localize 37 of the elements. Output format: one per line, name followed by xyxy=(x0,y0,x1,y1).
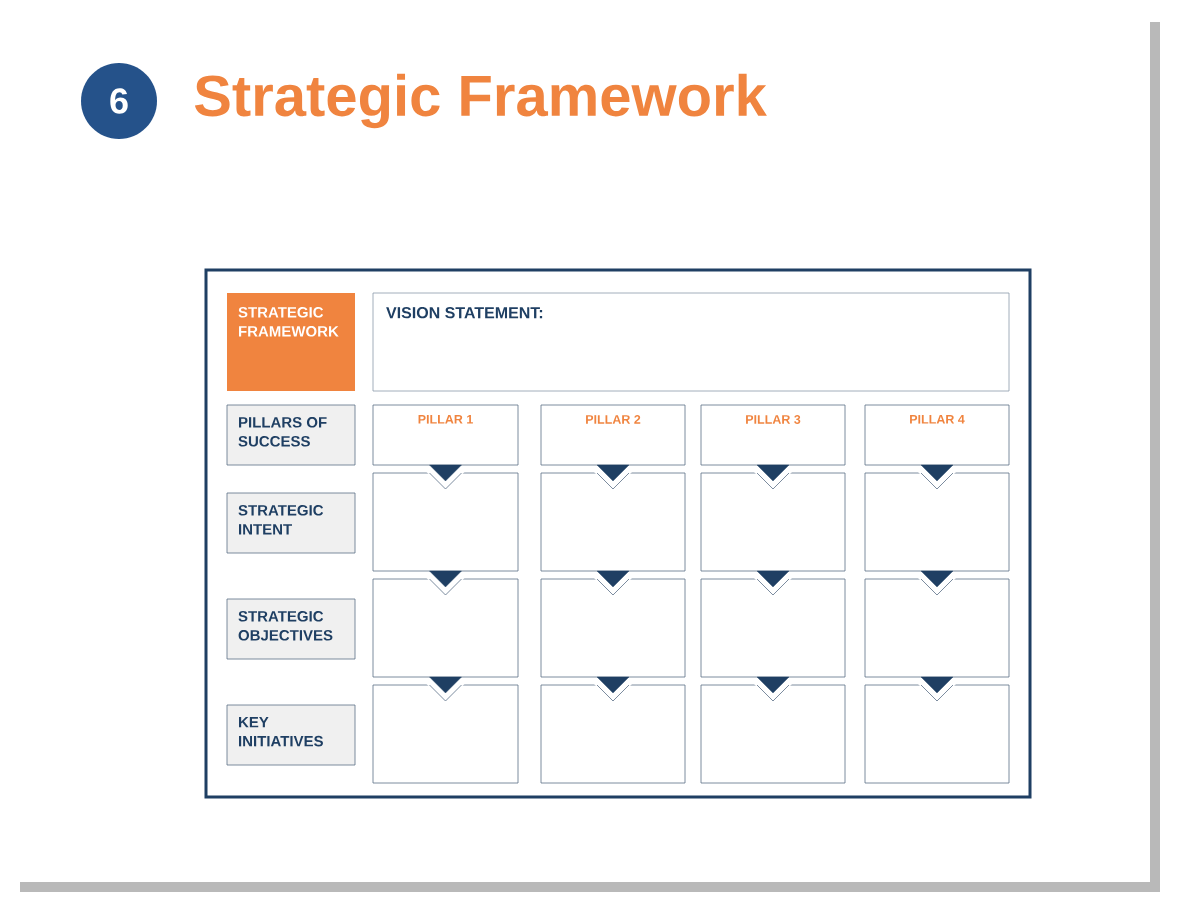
empty-box xyxy=(540,472,686,572)
empty-box xyxy=(700,472,846,572)
empty-box xyxy=(700,684,846,784)
arrow xyxy=(594,676,632,703)
pillar-box: PILLAR 4 xyxy=(864,404,1010,466)
empty-box xyxy=(700,578,846,678)
empty-box xyxy=(540,578,686,678)
empty-box xyxy=(372,578,519,678)
title: Strategic Framework xyxy=(194,73,767,129)
arrow xyxy=(594,464,632,491)
arrow xyxy=(426,676,465,703)
arrow xyxy=(754,676,792,703)
arrow xyxy=(754,464,792,491)
row-label: STRATEGIC OBJECTIVES xyxy=(226,598,356,660)
empty-box xyxy=(540,684,686,784)
pillar-box: PILLAR 2 xyxy=(540,404,686,466)
vision-box: VISION STATEMENT: xyxy=(372,292,1010,392)
header-box: STRATEGIC FRAMEWORK xyxy=(227,293,355,391)
arrow xyxy=(594,570,632,597)
row-label: KEY INITIATIVES xyxy=(226,704,356,766)
pillar-box: PILLAR 3 xyxy=(700,404,846,466)
arrow xyxy=(426,570,465,597)
arrow xyxy=(754,570,792,597)
arrow xyxy=(426,464,465,491)
pillar-box: PILLAR 1 xyxy=(372,404,519,466)
row-label: STRATEGIC INTENT xyxy=(226,492,356,554)
arrow xyxy=(918,570,956,597)
empty-box xyxy=(864,684,1010,784)
empty-box xyxy=(864,472,1010,572)
arrow xyxy=(918,464,956,491)
arrow xyxy=(918,676,956,703)
empty-box xyxy=(372,472,519,572)
empty-box xyxy=(864,578,1010,678)
number-badge: 6 xyxy=(81,63,157,139)
row-label: PILLARS OF SUCCESS xyxy=(226,404,356,466)
frame xyxy=(204,268,1032,799)
empty-box xyxy=(372,684,519,784)
